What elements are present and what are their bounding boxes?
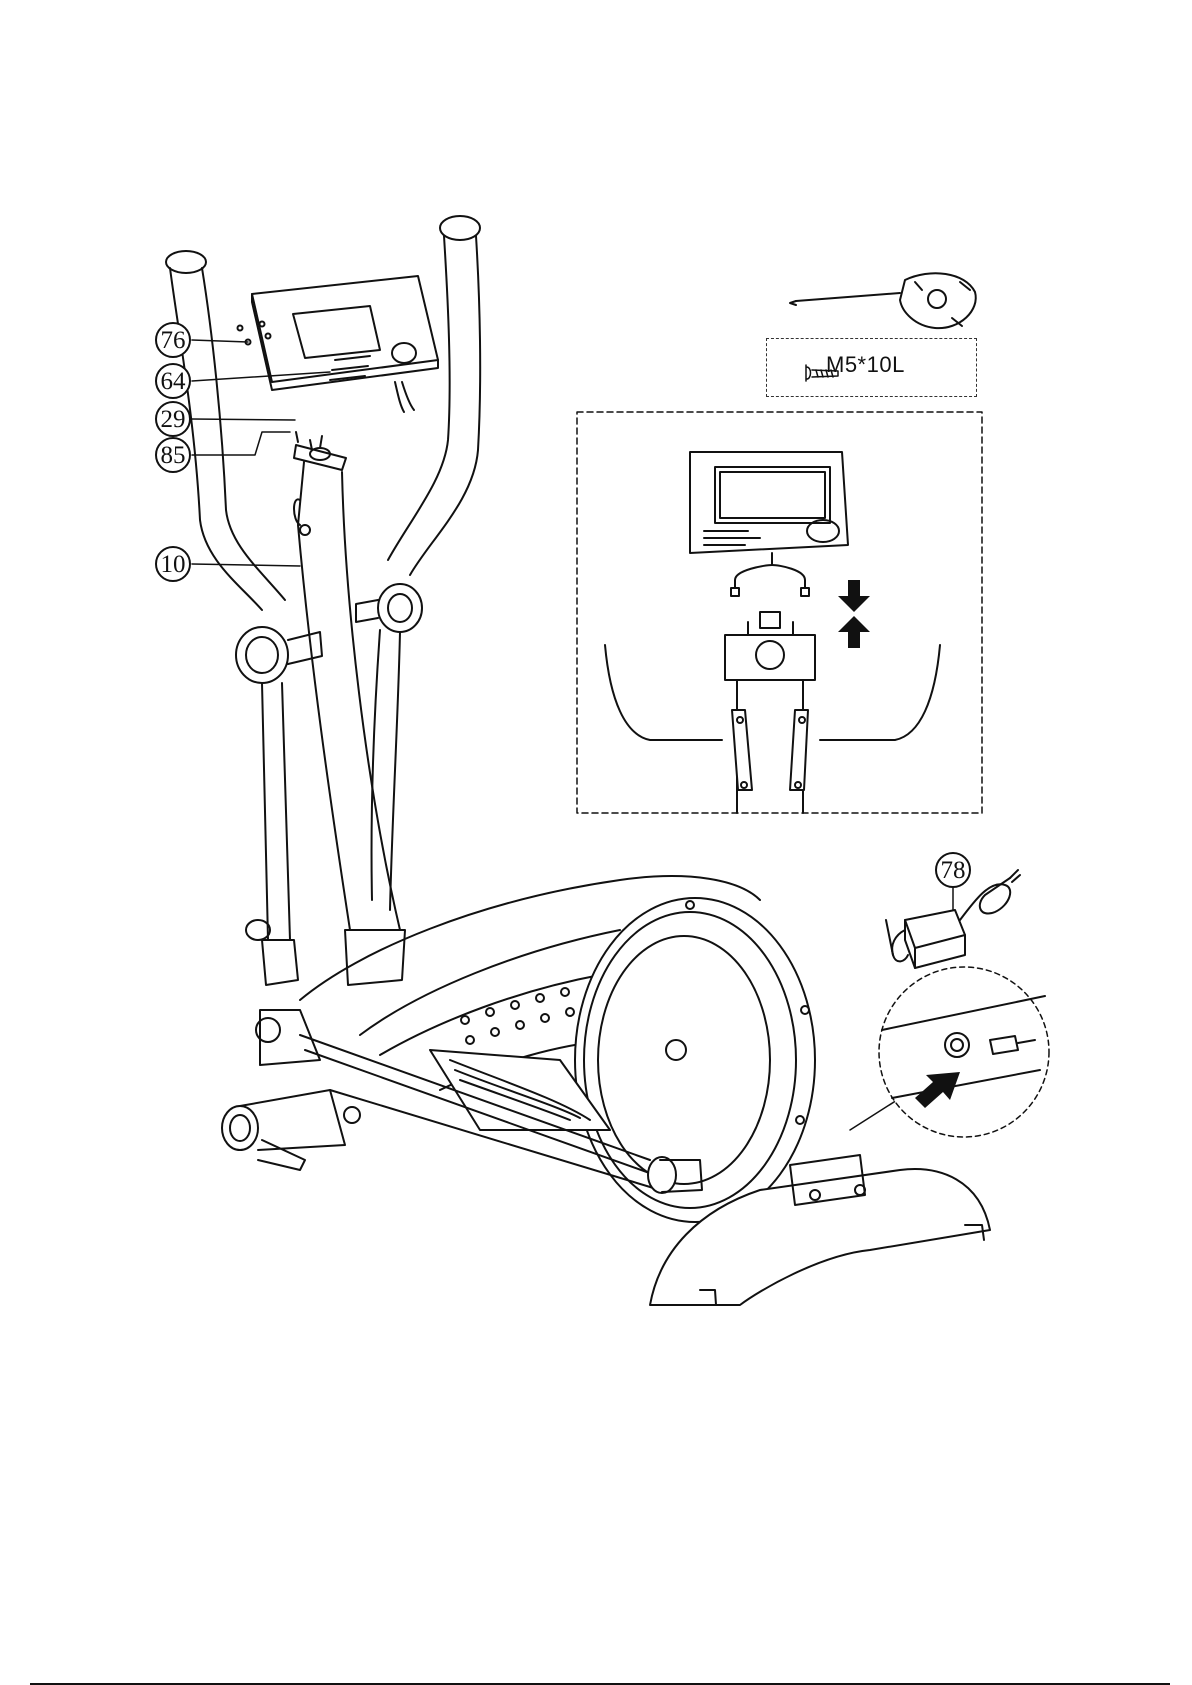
console-exploded — [238, 276, 439, 412]
rear-stabilizer — [222, 1090, 360, 1170]
callout-78: 78 — [935, 852, 971, 888]
right-handlebar — [388, 216, 480, 575]
power-socket-magnifier — [879, 967, 1049, 1137]
callout-10: 10 — [155, 546, 191, 582]
pivot-joints — [236, 584, 422, 683]
arrow-up-icon — [838, 616, 870, 648]
upright-post — [294, 432, 405, 985]
screw-spec-label: M5*10L — [826, 352, 905, 378]
callout-85: 85 — [155, 437, 191, 473]
console-detail-inset — [577, 412, 982, 813]
flywheel-cover — [575, 898, 815, 1222]
callout-64: 64 — [155, 363, 191, 399]
arrow-down-icon — [838, 580, 870, 612]
wrench-tool-icon — [790, 273, 976, 328]
callout-76: 76 — [155, 322, 191, 358]
callout-29: 29 — [155, 401, 191, 437]
